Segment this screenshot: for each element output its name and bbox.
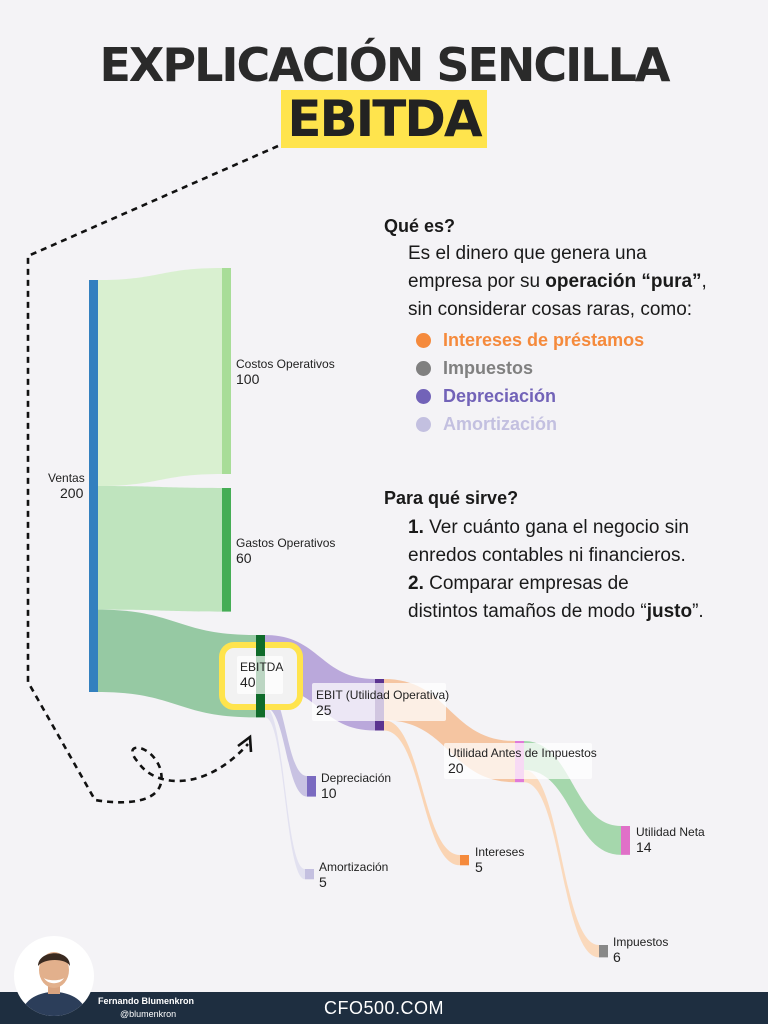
legend-dot-icon <box>416 416 431 432</box>
sankey-node-depreciacion <box>307 776 316 797</box>
para-que-item-1-line-1: 1. Ver cuánto gana el negocio sin <box>408 514 704 542</box>
que-es-heading: Qué es? <box>384 216 456 236</box>
para-que-item-2-line-2-text: distintos tamaños de modo “ <box>408 601 647 622</box>
sankey-label-costos: Costos Operativos <box>236 357 335 371</box>
sankey-node-intereses <box>460 855 469 866</box>
que-es-line-2-end: , <box>701 271 707 292</box>
sankey-value-depreciacion: 10 <box>321 785 337 801</box>
para-que-item-2-number: 2. <box>408 573 424 594</box>
sankey-node-amortizacion <box>305 869 314 880</box>
sankey-label-utilidad_neta: Utilidad Neta <box>636 825 705 839</box>
para-que-item-2-bold: justo <box>646 601 693 622</box>
brand-name: CFO500.COM <box>323 998 445 1018</box>
para-que-item-1-line-2: enredos contables ni financieros. <box>408 545 686 566</box>
sankey-label-ventas: Ventas <box>48 471 85 485</box>
sankey-link-uai-impuestos <box>524 769 599 958</box>
sankey-link-ebit-intereses <box>384 720 460 866</box>
excluded-item-1: Impuestos <box>416 354 707 382</box>
sankey-label-uai: Utilidad Antes de Impuestos <box>448 746 597 760</box>
author-avatar <box>14 936 94 1016</box>
legend-dot-icon <box>416 332 431 348</box>
sankey-links <box>98 268 621 958</box>
sankey-link-ventas-gastos <box>98 486 222 612</box>
sankey-value-amortizacion: 5 <box>319 874 327 890</box>
sankey-label-ebitda: EBITDA <box>240 660 283 674</box>
avatar-portrait-icon <box>20 952 88 1016</box>
excluded-item-3: Amortización <box>416 410 707 438</box>
sankey-value-gastos: 60 <box>236 550 252 566</box>
uai-label-bg <box>444 743 592 779</box>
sankey-node-utilidad_neta <box>621 826 630 855</box>
para-que-item-2-end: ”. <box>692 601 704 622</box>
legend-dot-icon <box>416 388 431 404</box>
para-que-item-2-line-2: distintos tamaños de modo “justo”. <box>408 598 704 626</box>
sankey-label-impuestos: Impuestos <box>613 935 668 949</box>
para-que-body: 1. Ver cuánto gana el negocio sin enredo… <box>408 514 704 626</box>
para-que-item-2-text: Comparar empresas de <box>429 573 629 594</box>
que-es-line-3: sin considerar cosas raras, como: <box>408 299 693 320</box>
sankey-value-uai: 20 <box>448 760 464 776</box>
para-que-heading: Para qué sirve? <box>384 488 519 508</box>
sankey-value-impuestos: 6 <box>613 949 621 965</box>
excluded-item-0: Intereses de préstamos <box>416 326 707 354</box>
sankey-node-ventas <box>89 280 98 692</box>
que-es-line-2-bold: operación “pura” <box>545 271 702 292</box>
sankey-node-gastos <box>222 488 231 612</box>
sankey-value-ebit: 25 <box>316 702 332 718</box>
author-name: Fernando Blumenkron <box>98 996 195 1006</box>
ebitda-label-bg <box>237 656 283 694</box>
author-credit: Fernando Blumenkron @blumenkron <box>98 995 194 1021</box>
author-handle: @blumenkron <box>120 1009 177 1019</box>
que-es-body: Es el dinero que genera una empresa por … <box>408 240 707 324</box>
para-que-section: Para qué sirve? 1. Ver cuánto gana el ne… <box>384 484 704 626</box>
que-es-line-2: empresa por su operación “pura”, <box>408 268 707 296</box>
page-title: EXPLICACIÓN SENCILLA <box>99 38 670 92</box>
sankey-value-ventas: 200 <box>60 485 84 501</box>
sankey-value-intereses: 5 <box>475 859 483 875</box>
para-que-item-1-text: Ver cuánto gana el negocio sin <box>429 517 689 538</box>
que-es-section: Qué es? Es el dinero que genera una empr… <box>384 212 707 438</box>
sankey-node-costos <box>222 268 231 474</box>
para-que-item-1-number: 1. <box>408 517 424 538</box>
para-que-item-2-line-1: 2. Comparar empresas de <box>408 570 704 598</box>
que-es-line-2-text: empresa por su <box>408 271 546 292</box>
footer-bar: Fernando Blumenkron @blumenkron CFO500.C… <box>0 992 768 1024</box>
dashed-arrow-head <box>237 734 253 753</box>
page-subtitle-highlight: EBITDA <box>281 90 487 148</box>
sankey-link-ventas-ebitda <box>98 609 256 718</box>
excluded-item-label: Depreciación <box>443 386 557 406</box>
dashed-arrow-decoration <box>26 144 279 804</box>
sankey-value-costos: 100 <box>236 371 260 387</box>
excluded-item-label: Impuestos <box>443 358 534 378</box>
sankey-link-ventas-costos <box>98 268 222 486</box>
ebit-label-bg <box>312 683 446 721</box>
sankey-label-depreciacion: Depreciación <box>321 771 391 785</box>
sankey-label-intereses: Intereses <box>475 845 524 859</box>
sankey-link-ebitda-depreciacion <box>265 686 307 797</box>
sankey-value-utilidad_neta: 14 <box>636 839 652 855</box>
sankey-node-impuestos <box>599 945 608 958</box>
excluded-item-label: Intereses de préstamos <box>443 330 645 350</box>
sankey-label-ebit: EBIT (Utilidad Operativa) <box>316 688 449 702</box>
sankey-label-amortizacion: Amortización <box>319 860 388 874</box>
sankey-link-ebitda-amortizacion <box>265 707 305 880</box>
sankey-label-gastos: Gastos Operativos <box>236 536 335 550</box>
sankey-value-ebitda: 40 <box>240 674 256 690</box>
page-subtitle-wrap: EBITDA <box>0 90 768 148</box>
excluded-item-2: Depreciación <box>416 382 707 410</box>
legend-dot-icon <box>416 360 431 376</box>
excluded-item-label: Amortización <box>443 414 558 434</box>
que-es-line-1: Es el dinero que genera una <box>408 243 647 264</box>
